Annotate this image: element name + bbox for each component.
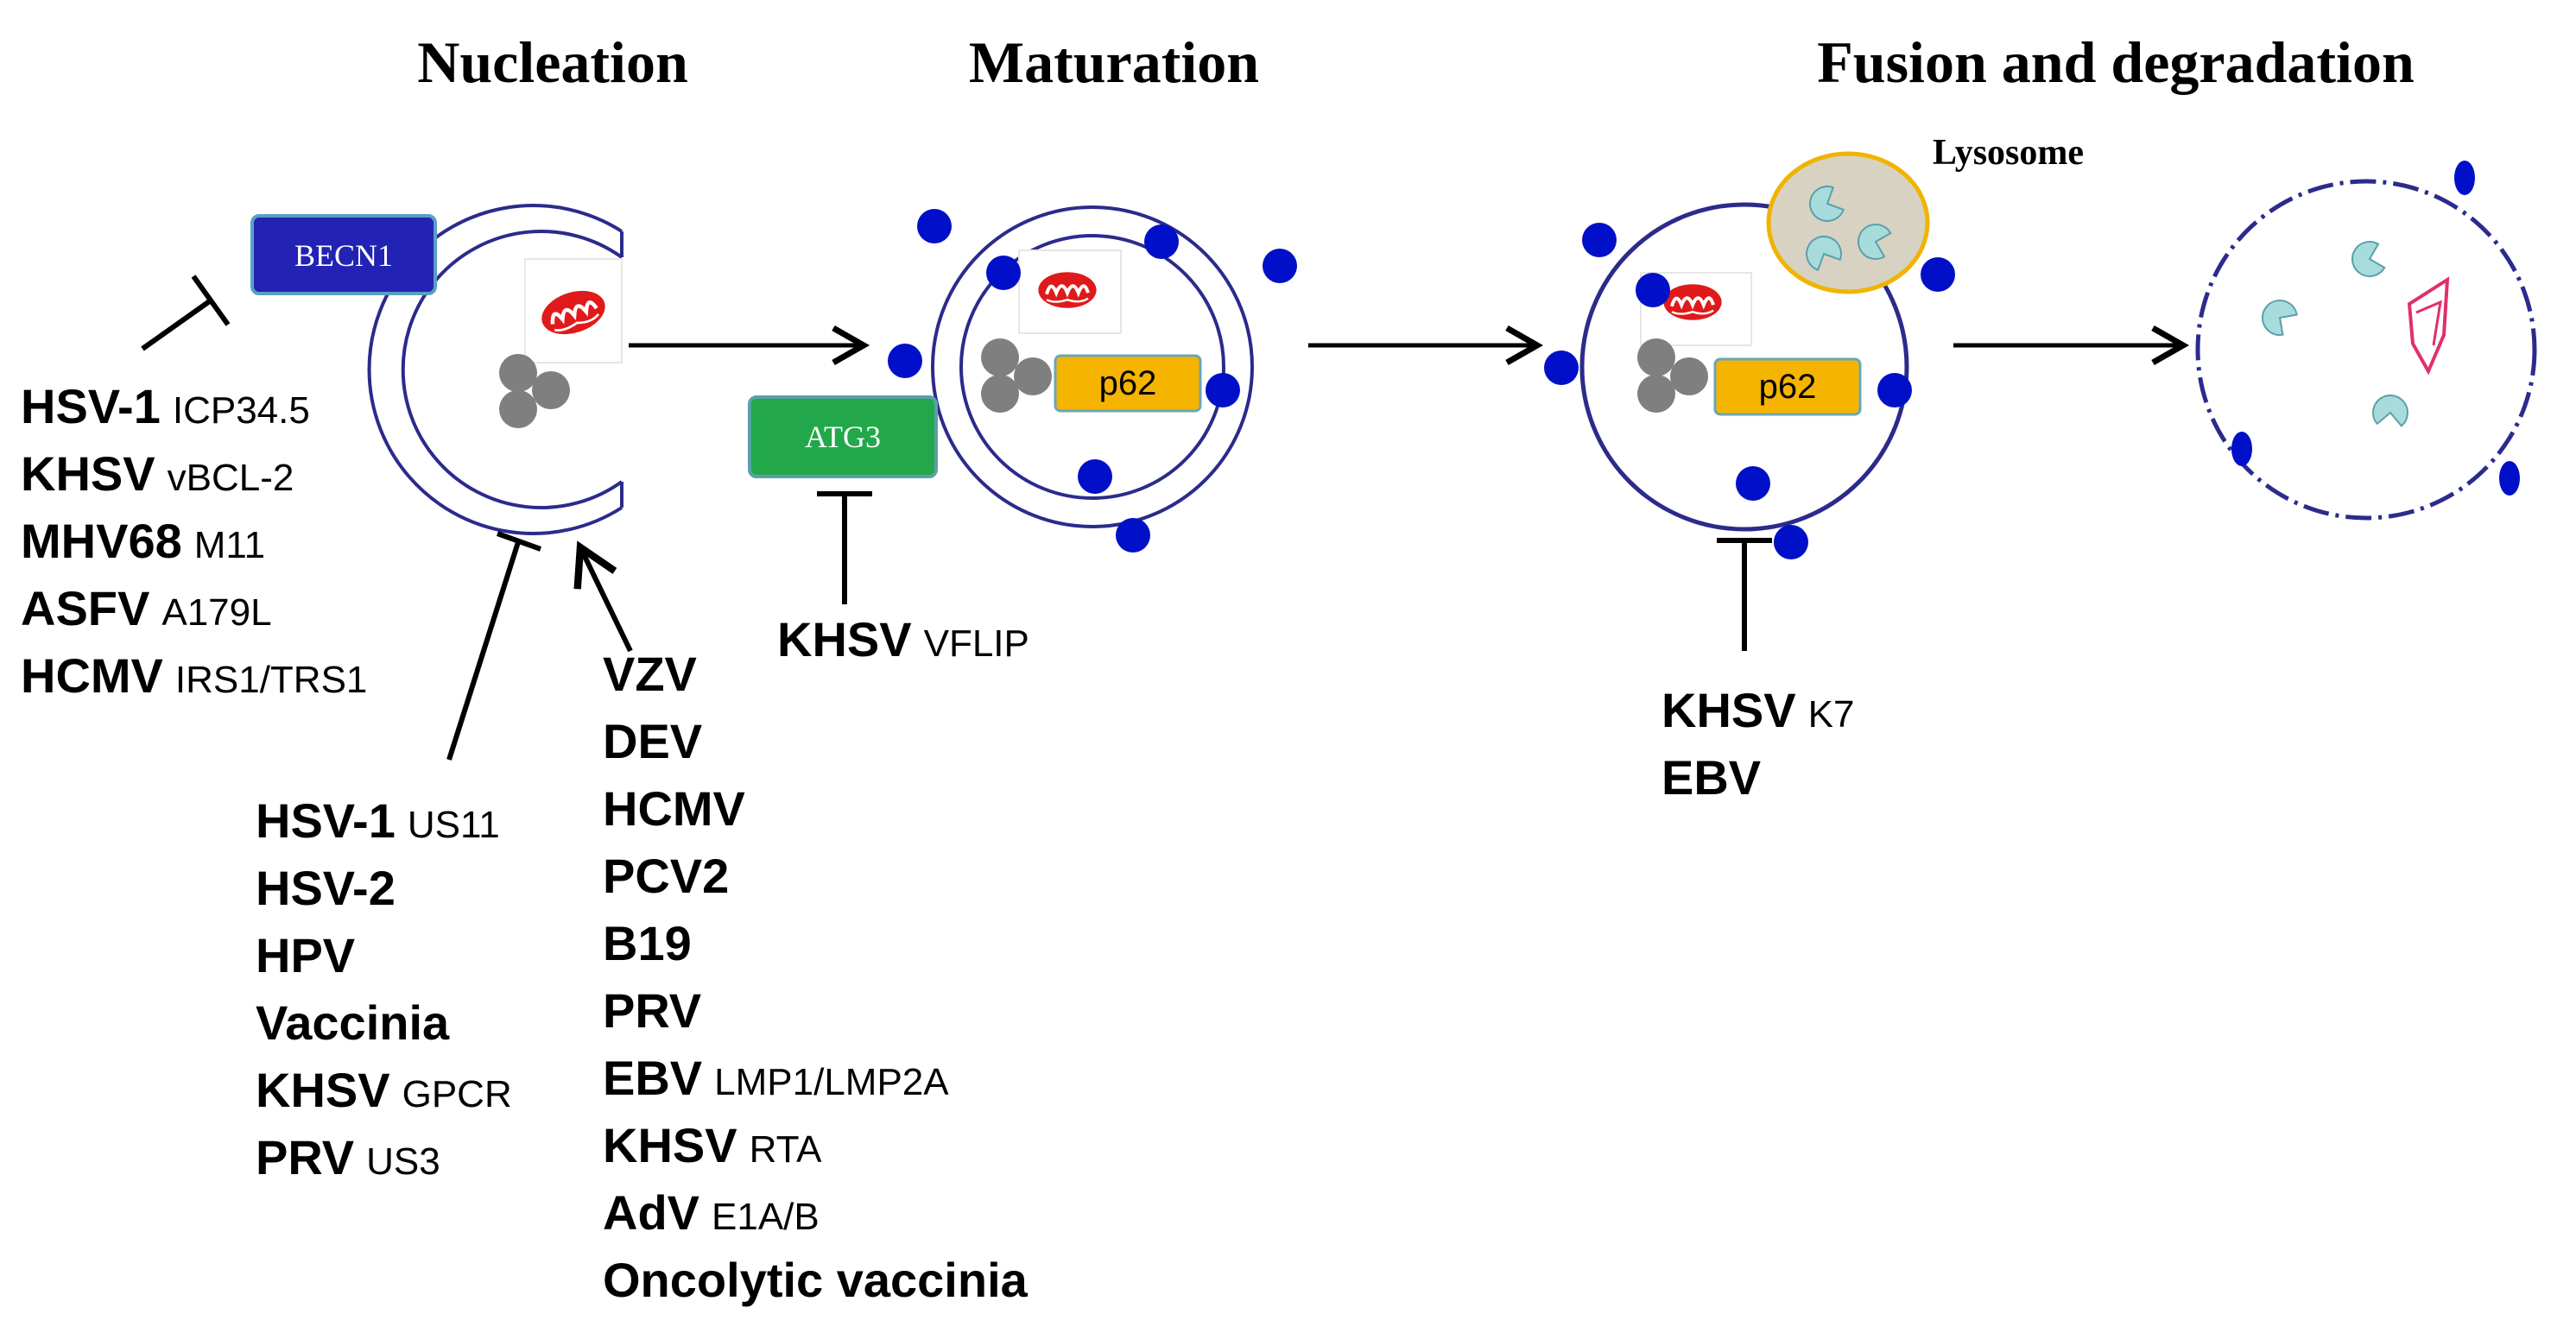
- nucleation-induction-arrow: [573, 540, 633, 653]
- viral-gene: IRS1/TRS1: [175, 659, 368, 701]
- p62-label-1: p62: [1099, 364, 1157, 402]
- phagophore: [367, 204, 623, 535]
- virus-name: B19: [603, 916, 692, 970]
- viral-gene: GPCR: [402, 1073, 512, 1115]
- viral-gene: vBCL-2: [168, 457, 294, 499]
- viral-gene: E1A/B: [712, 1196, 820, 1238]
- becn1-box: BECN1: [250, 214, 437, 295]
- virus-name: KHSV: [603, 1118, 737, 1172]
- viral-gene: M11: [194, 524, 265, 566]
- degraded-vesicle: [2195, 179, 2537, 521]
- virus-entry: HSV-2: [256, 861, 396, 915]
- viral-gene: VFLIP: [924, 622, 1029, 665]
- viral-gene: US11: [408, 804, 500, 846]
- virus-name: HCMV: [603, 781, 745, 836]
- viral-gene: ICP34.5: [173, 389, 310, 432]
- virus-entry: HSV-1 ICP34.5: [21, 379, 310, 433]
- virus-entry: HCMV: [603, 781, 745, 836]
- virus-name: PCV2: [603, 849, 729, 903]
- virus-entry: HPV: [256, 928, 355, 982]
- virus-name: HSV-2: [256, 861, 396, 915]
- stage-title-maturation: Maturation: [969, 29, 1259, 95]
- autolysosome: [1579, 202, 1909, 532]
- virus-name: ASFV: [21, 581, 149, 635]
- virus-entry: KHSV GPCR: [256, 1063, 512, 1117]
- virus-entry: PCV2: [603, 849, 729, 903]
- virus-entry: EBV: [1661, 750, 1761, 805]
- lc3-dots-maturation: [888, 209, 1297, 553]
- virus-name: AdV: [603, 1185, 699, 1240]
- atg3-inhibition: [817, 491, 872, 604]
- virus-entry: MHV68 M11: [21, 514, 265, 568]
- mitochondrion-icon-2: [1038, 272, 1096, 308]
- p62-box-2: p62: [1713, 357, 1862, 416]
- lysosome: [1766, 151, 1930, 294]
- virus-entry: VZV: [603, 647, 697, 701]
- viral-gene: LMP1/LMP2A: [714, 1061, 949, 1103]
- virus-entry: PRV US3: [256, 1130, 440, 1184]
- protein-aggregate-2: [981, 338, 1052, 413]
- lysosome-label: Lysosome: [1933, 133, 2084, 173]
- virus-name: Oncolytic vaccinia: [603, 1253, 1029, 1307]
- atg3-box: ATG3: [748, 395, 938, 478]
- atg3-inhibitor-list: KHSV VFLIP: [777, 612, 1029, 666]
- viral-gene: US3: [366, 1140, 440, 1183]
- virus-entry: B19: [603, 916, 692, 970]
- virus-name: EBV: [1661, 750, 1761, 805]
- virus-name: PRV: [603, 983, 701, 1038]
- virus-entry: DEV: [603, 714, 702, 768]
- viral-gene: K7: [1808, 693, 1855, 736]
- p62-box-1: p62: [1054, 354, 1202, 413]
- p62-label-2: p62: [1759, 368, 1817, 406]
- lc3-dots-degraded: [2231, 161, 2520, 496]
- virus-name: MHV68: [21, 514, 182, 568]
- virus-name: PRV: [256, 1130, 354, 1184]
- autophagosome: [931, 205, 1254, 528]
- virus-name: EBV: [603, 1051, 702, 1105]
- virus-name: KHSV: [21, 446, 155, 501]
- virus-entry: ASFV A179L: [21, 581, 272, 635]
- nucleation-inhibition: [446, 531, 542, 761]
- fusion-inhibition: [1717, 538, 1772, 651]
- virus-name: VZV: [603, 647, 697, 701]
- virus-entry: KHSV K7: [1661, 683, 1854, 737]
- protein-aggregate-3: [1637, 338, 1708, 413]
- virus-entry: KHSV VFLIP: [777, 612, 1029, 666]
- virus-entry: HSV-1 US11: [256, 793, 500, 848]
- stage-title-fusion: Fusion and degradation: [1817, 29, 2415, 95]
- atg3-label: ATG3: [805, 420, 881, 454]
- virus-name: HCMV: [21, 648, 163, 703]
- stage-title-nucleation: Nucleation: [417, 29, 688, 95]
- virus-entry: KHSV RTA: [603, 1118, 822, 1172]
- virus-name: Vaccinia: [256, 995, 450, 1050]
- lc3-dots-fusion: [1544, 223, 1955, 559]
- becn1-label: BECN1: [294, 238, 393, 273]
- virus-name: DEV: [603, 714, 702, 768]
- virus-name: HSV-1: [21, 379, 161, 433]
- virus-entry: PRV: [603, 983, 701, 1038]
- virus-name: KHSV: [777, 612, 912, 666]
- virus-entry: Vaccinia: [256, 995, 450, 1050]
- virus-name: HSV-1: [256, 793, 396, 848]
- virus-entry: EBV LMP1/LMP2A: [603, 1051, 949, 1105]
- mitochondrion-icon-3: [1663, 284, 1721, 320]
- virus-entry: Oncolytic vaccinia: [603, 1253, 1029, 1307]
- virus-name: HPV: [256, 928, 355, 982]
- viral-gene: RTA: [750, 1128, 823, 1171]
- protein-aggregate-1: [499, 354, 570, 428]
- virus-entry: HCMV IRS1/TRS1: [21, 648, 367, 703]
- virus-name: KHSV: [1661, 683, 1796, 737]
- becn1-inhibition: [141, 275, 231, 351]
- viral-gene: A179L: [161, 591, 271, 634]
- virus-name: KHSV: [256, 1063, 390, 1117]
- degraded-contents: [2258, 234, 2450, 439]
- virus-entry: AdV E1A/B: [603, 1185, 820, 1240]
- virus-entry: KHSV vBCL-2: [21, 446, 294, 501]
